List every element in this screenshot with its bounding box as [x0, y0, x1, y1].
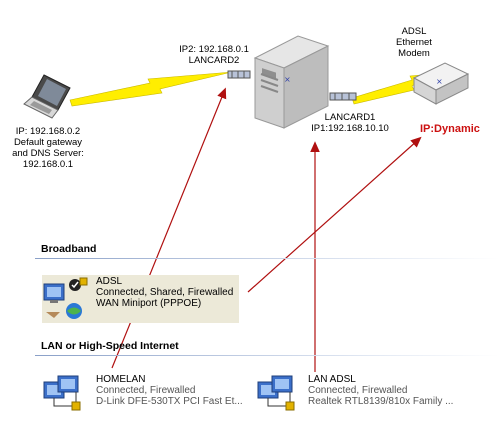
adsl-connection-text: ADSL Connected, Shared, Firewalled WAN M…	[96, 276, 233, 309]
svg-text:×: ×	[436, 77, 443, 86]
lan-section-header: LAN or High-Speed Internet	[35, 338, 499, 356]
homelan-connection-device: D-Link DFE-530TX PCI Fast Et...	[96, 396, 243, 407]
adsl-connection-status: Connected, Shared, Firewalled	[96, 287, 234, 298]
broadband-section-header: Broadband	[35, 241, 499, 259]
arrow-adsl-to-ipdynamic	[247, 136, 422, 293]
lan-adsl-connection-text: LAN ADSL Connected, Firewalled Realtek R…	[308, 374, 453, 407]
modem-icon: ×	[412, 62, 470, 105]
lancard1-icon	[329, 92, 357, 101]
modem-label: ADSL Ethernet Modem	[396, 26, 432, 59]
lan-adsl-connection-device: Realtek RTL8139/810x Family ...	[308, 396, 454, 407]
broadband-section-title: Broadband	[41, 243, 97, 255]
lancard2-icon	[227, 70, 251, 79]
homelan-connection-status: Connected, Firewalled	[96, 385, 196, 396]
arrow-homelan-to-lancard2	[111, 87, 227, 369]
ip-dynamic-label: IP:Dynamic	[420, 123, 480, 135]
adsl-connection-device: WAN Miniport (PPPOE)	[96, 298, 202, 309]
laptop-label: IP: 192.168.0.2 Default gateway and DNS …	[12, 126, 84, 170]
broadband-connection-icon	[43, 277, 88, 319]
homelan-connection-name: HOMELAN	[96, 374, 146, 385]
lan-adsl-connection-status: Connected, Firewalled	[308, 385, 408, 396]
svg-text:×: ×	[284, 75, 291, 84]
lan-adsl-connection-name: LAN ADSL	[308, 374, 356, 385]
section-divider	[35, 355, 499, 356]
laptop-icon	[23, 74, 71, 119]
link-lightning-left	[69, 71, 233, 107]
server-icon: ×	[253, 35, 330, 129]
lan-section-title: LAN or High-Speed Internet	[41, 340, 179, 352]
lancard1-label: LANCARD1 IP1:192.168.10.10	[311, 112, 389, 134]
section-divider	[35, 258, 499, 259]
adsl-connection-name: ADSL	[96, 276, 123, 287]
lan-connection-icon	[257, 375, 295, 411]
homelan-connection-text: HOMELAN Connected, Firewalled D-Link DFE…	[96, 374, 243, 407]
lancard2-label: IP2: 192.168.0.1 LANCARD2	[179, 44, 249, 66]
lan-connection-icon	[43, 375, 81, 411]
